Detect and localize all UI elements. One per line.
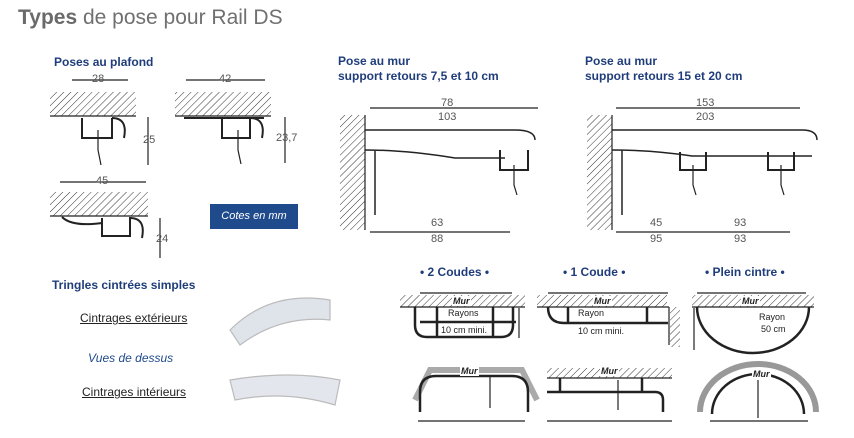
tringles-heading: Tringles cintrées simples — [52, 278, 196, 292]
dim-label: 103 — [438, 111, 457, 123]
cintrages-exterieurs-label: Cintrages extérieurs — [80, 311, 188, 325]
units-badge: Cotes en mm — [210, 204, 298, 229]
one-bend-title: • 1 Coude • — [563, 265, 626, 279]
wall-label: Mur — [741, 296, 760, 306]
dim-label: 28 — [92, 73, 105, 85]
dim-label: 88 — [431, 233, 444, 245]
dim-label: 153 — [696, 97, 715, 109]
dim-label: 203 — [696, 111, 715, 123]
dim-label: 93 — [734, 217, 747, 229]
wall-label: Mur — [460, 366, 479, 376]
radius-label: Rayon — [759, 312, 786, 322]
dim-label: 23,7 — [276, 132, 298, 144]
dim-label: 24 — [156, 233, 169, 245]
wall-label: Mur — [593, 296, 612, 306]
cintrages-interieurs-label: Cintrages intérieurs — [82, 385, 187, 399]
dim-label: 42 — [219, 73, 232, 85]
full-arch-title: • Plein cintre • — [705, 265, 785, 279]
min-radius-label: 10 cm mini. — [441, 325, 488, 335]
dim-label: 78 — [441, 97, 454, 109]
min-radius-label: 10 cm mini. — [578, 326, 625, 336]
radius-value: 50 cm — [761, 324, 786, 334]
dim-label: 45 — [650, 217, 663, 229]
radius-label: Rayon — [578, 308, 605, 318]
dim-label: 45 — [96, 175, 109, 187]
ceiling-hatch — [50, 92, 136, 116]
wall-label: Mur — [600, 366, 619, 376]
dim-label: 25 — [143, 134, 156, 146]
wall-label: Mur — [452, 296, 471, 306]
dim-label: 93 — [734, 233, 747, 245]
vues-label: Vues de dessus — [88, 351, 174, 365]
two-bends-title: • 2 Coudes • — [420, 265, 490, 279]
wall-label: Mur — [752, 369, 771, 379]
plafond-heading: Poses au plafond — [54, 55, 154, 69]
dim-label: 63 — [431, 217, 444, 229]
radius-label: Rayons — [448, 308, 479, 318]
dim-label: 95 — [650, 233, 663, 245]
page-title: Types de pose pour Rail DS — [18, 6, 283, 29]
